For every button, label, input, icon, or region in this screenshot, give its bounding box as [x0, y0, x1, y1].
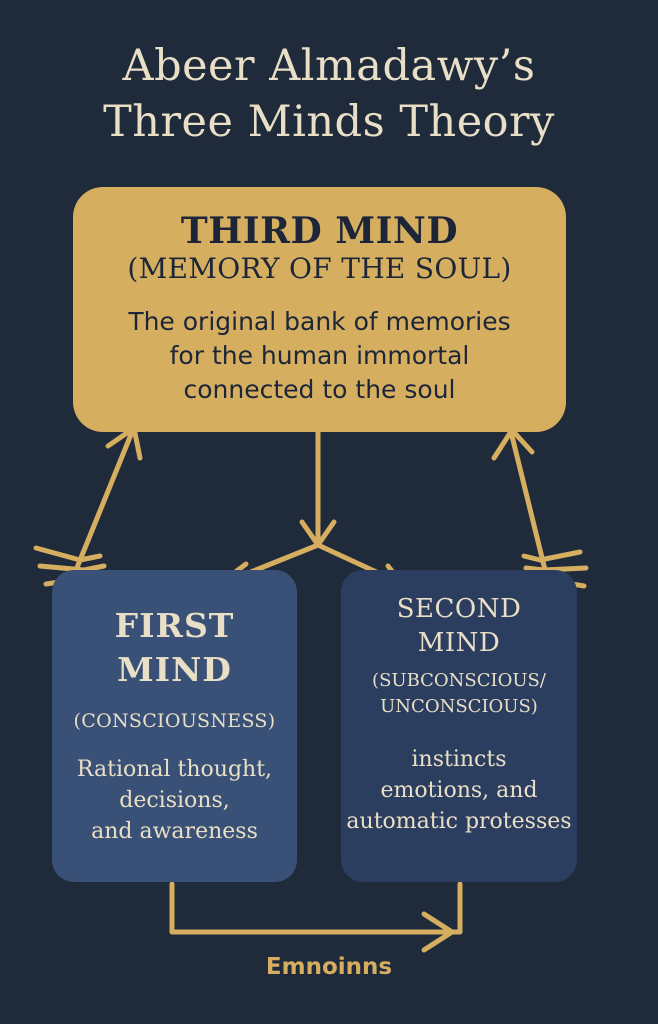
third-mind-heading: THIRD MIND — [180, 210, 459, 252]
first-mind-desc-line: Rational thought, — [76, 757, 273, 782]
second-mind-heading: SECOND MIND — [341, 592, 577, 660]
third-mind-box: THIRD MIND (MEMORY OF THE SOUL) The orig… — [73, 187, 566, 432]
second-mind-subheading-line: (SUBCONSCIOUS/ — [372, 670, 546, 691]
second-mind-desc-line: instincts — [411, 747, 507, 772]
first-mind-desc-line: decisions, — [119, 788, 230, 813]
title-line-2: Three Minds Theory — [103, 97, 555, 147]
first-mind-description: Rational thought, decisions, and awarene… — [52, 754, 297, 847]
bottom-connector-head — [421, 911, 455, 953]
first-mind-heading-line: FIRST — [114, 606, 235, 645]
first-mind-desc-line: and awareness — [91, 819, 258, 844]
bottom-connector — [169, 881, 463, 935]
first-mind-heading-line: MIND — [117, 650, 232, 689]
first-mind-box: FIRST MIND (CONSCIOUSNESS) Rational thou… — [52, 570, 297, 882]
second-mind-desc-line: emotions, and — [380, 778, 538, 803]
third-mind-desc-line: The original bank of memories — [128, 307, 511, 336]
third-mind-description: The original bank of memories for the hu… — [73, 305, 566, 407]
diagram-title: Abeer Almadawy’s Three Minds Theory — [0, 38, 658, 150]
second-mind-description: instincts emotions, and automatic protes… — [341, 744, 577, 837]
second-mind-subheading-line: UNCONSCIOUS) — [380, 696, 538, 717]
third-mind-desc-line: for the human immortal — [169, 341, 470, 370]
second-mind-desc-line: automatic protesses — [346, 809, 572, 834]
second-mind-heading-line: MIND — [417, 628, 501, 658]
second-mind-box: SECOND MIND (SUBCONSCIOUS/ UNCONSCIOUS) … — [341, 570, 577, 882]
footer-label: Emnoinns — [265, 954, 393, 980]
title-line-1: Abeer Almadawy’s — [122, 41, 536, 91]
third-mind-desc-line: connected to the soul — [183, 375, 456, 404]
left-feedback-arrow — [69, 429, 135, 583]
first-mind-heading: FIRST MIND — [52, 604, 297, 692]
third-mind-subheading: (MEMORY OF THE SOUL) — [127, 252, 512, 285]
second-mind-subheading: (SUBCONSCIOUS/ UNCONSCIOUS) — [341, 668, 577, 720]
first-mind-subheading: (CONSCIOUSNESS) — [73, 710, 276, 732]
second-mind-heading-line: SECOND — [396, 594, 522, 624]
